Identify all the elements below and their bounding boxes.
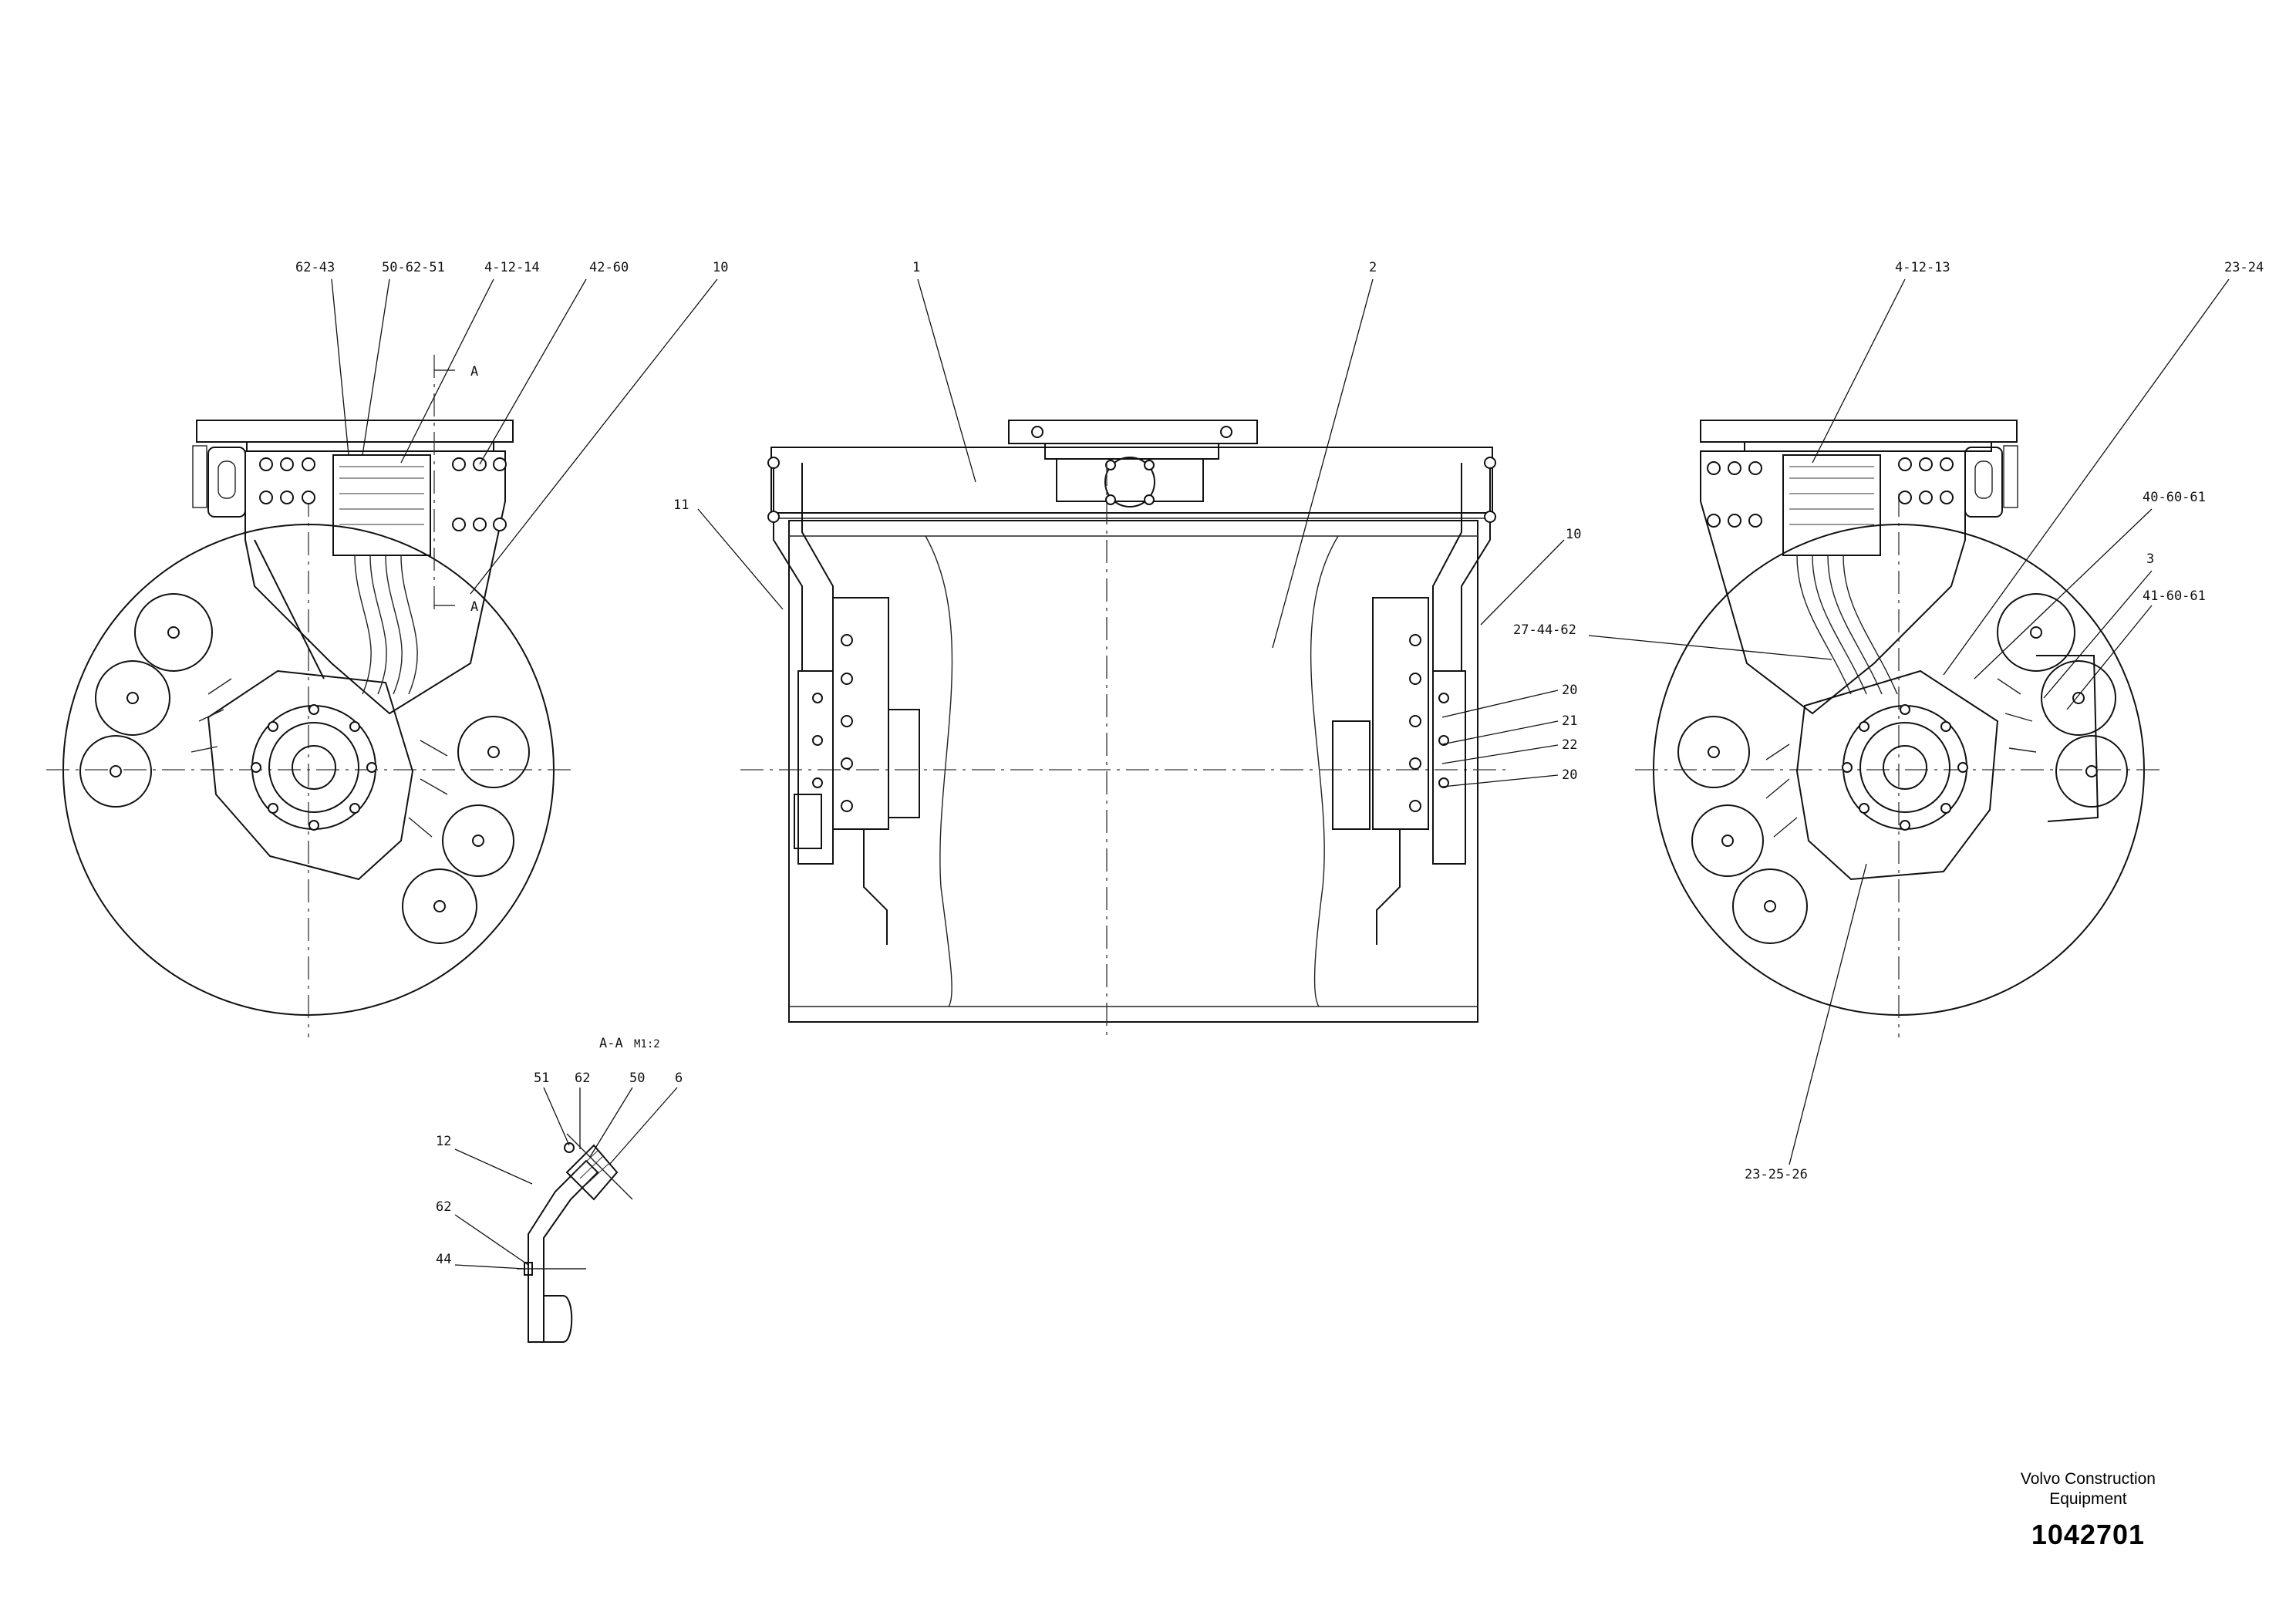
label-50: 50 <box>629 1071 645 1086</box>
label-50-62-51: 50-62-51 <box>382 260 445 275</box>
label-22: 22 <box>1562 737 1577 753</box>
hub-bolt-ring-left <box>251 704 377 831</box>
center-drum-front-view <box>740 420 1512 1037</box>
left-labels: 62-43 50-62-51 4-12-14 42-60 10 A A <box>295 260 728 615</box>
title-block: Volvo Construction Equipment 1042701 <box>2021 1469 2156 1551</box>
label-section-a-top: A <box>470 364 478 379</box>
label-4-12-13: 4-12-13 <box>1895 260 1950 275</box>
label-section-a-bottom: A <box>470 599 478 615</box>
brand-line-1: Volvo Construction <box>2020 1470 2156 1488</box>
label-20-a: 20 <box>1562 683 1577 698</box>
label-4-12-14: 4-12-14 <box>484 260 540 275</box>
right-labels: 4-12-13 23-24 40-60-61 3 41-60-61 23-25-… <box>1745 260 2264 1182</box>
label-27-44-62: 27-44-62 <box>1513 622 1576 638</box>
label-10-center: 10 <box>1566 527 1581 542</box>
section-a-a-detail: A-A M1:2 <box>517 1036 660 1343</box>
label-23-24: 23-24 <box>2224 260 2264 275</box>
label-40-60-61: 40-60-61 <box>2143 490 2206 505</box>
label-51: 51 <box>534 1071 549 1086</box>
hub-bolt-ring-right <box>1842 704 1968 831</box>
bolt-pattern-left-a <box>259 457 507 531</box>
center-labels: 1 2 11 10 27-44-62 20 21 22 20 <box>673 260 1832 787</box>
label-10-left: 10 <box>713 260 728 275</box>
bolt-column-center-right <box>1409 634 1449 812</box>
section-title: A-A <box>599 1036 623 1051</box>
label-23-25-26: 23-25-26 <box>1745 1167 1808 1182</box>
drawing-number: 1042701 <box>2031 1519 2146 1550</box>
label-1: 1 <box>912 260 920 275</box>
bolt-column-center-left <box>812 634 853 812</box>
label-62-mid: 62 <box>436 1199 451 1215</box>
label-11: 11 <box>673 497 689 513</box>
label-20-b: 20 <box>1562 767 1577 783</box>
label-6: 6 <box>675 1071 683 1086</box>
label-21: 21 <box>1562 713 1577 729</box>
label-41-60-61: 41-60-61 <box>2143 588 2206 604</box>
label-3: 3 <box>2146 551 2154 567</box>
label-44: 44 <box>436 1252 451 1267</box>
label-62-43: 62-43 <box>295 260 335 275</box>
right-drum-view <box>1635 420 2159 1037</box>
label-12: 12 <box>436 1134 451 1149</box>
section-labels: 51 62 50 6 12 62 44 <box>436 1071 683 1270</box>
label-62-top: 62 <box>575 1071 590 1086</box>
left-drum-view <box>46 355 571 1037</box>
bolt-pattern-right-a <box>1707 457 1954 528</box>
label-2: 2 <box>1369 260 1377 275</box>
section-scale: M1:2 <box>634 1038 660 1050</box>
brand-line-2: Equipment <box>2049 1490 2127 1508</box>
label-42-60: 42-60 <box>589 260 629 275</box>
